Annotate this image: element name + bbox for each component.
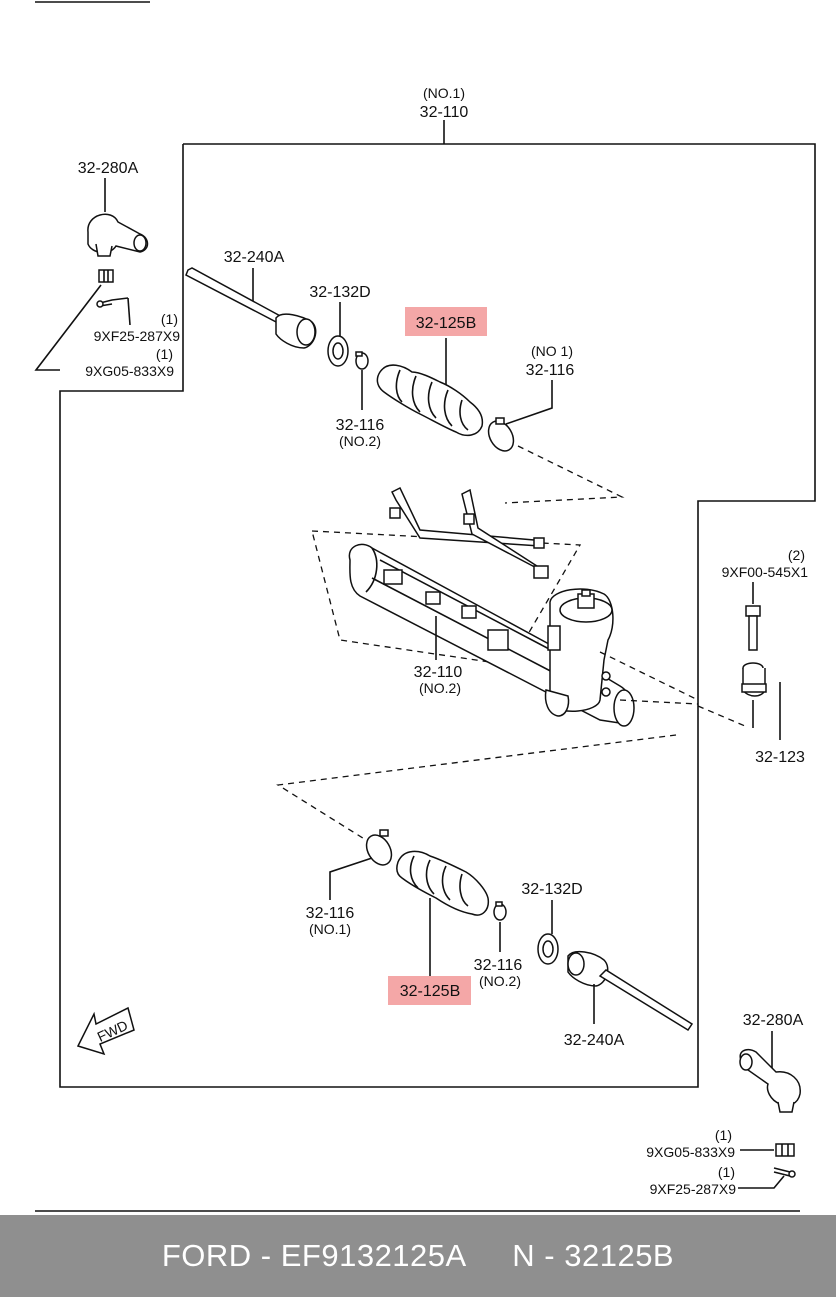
clamp-t-leader bbox=[505, 380, 553, 425]
boot-t-part bbox=[376, 364, 484, 437]
fwd-arrow-icon bbox=[76, 1006, 135, 1056]
boot-b-highlight bbox=[388, 976, 471, 1005]
mount-dash-3 bbox=[697, 705, 746, 727]
inner-rod-b-label: 32-240A bbox=[564, 1032, 625, 1049]
guide-dash-top bbox=[504, 445, 625, 504]
pin-br-qty-label: (1) bbox=[718, 1164, 735, 1180]
bolt-qty-label: (2) bbox=[788, 547, 805, 563]
mount-dash-2 bbox=[619, 699, 699, 705]
castle-nut-tl-part bbox=[98, 269, 114, 283]
oem-part-number: N - 32125B bbox=[512, 1238, 675, 1273]
boot-t-label[interactable]: 32-125B bbox=[416, 315, 477, 332]
pin-br-code-label: 9XF25-287X9 bbox=[650, 1181, 737, 1197]
pipes-part bbox=[389, 486, 549, 579]
boot-t-highlight bbox=[405, 307, 487, 336]
washer-b-part bbox=[537, 933, 559, 965]
clamp-small-b-code-label: 32-116 bbox=[474, 957, 523, 974]
clamp-t-part bbox=[487, 417, 515, 452]
housing-no-label: (NO.2) bbox=[419, 680, 461, 696]
boot-b-label[interactable]: 32-125B bbox=[400, 983, 461, 1000]
tie-rod-end-br-label: 32-280A bbox=[743, 1012, 804, 1029]
nut-br-code-label: 9XG05-833X9 bbox=[646, 1144, 735, 1160]
brand-part-number: FORD - EF9132125A bbox=[161, 1238, 467, 1273]
cotter-pin-tl-part bbox=[96, 297, 129, 308]
bolt-code-label: 9XF00-545X1 bbox=[722, 564, 809, 580]
inner-rod-b-part bbox=[567, 950, 694, 1032]
clamp-small-t-no-label: (NO.2) bbox=[339, 433, 381, 449]
tie-rod-end-tl-label: 32-280A bbox=[78, 160, 139, 177]
pin-tl-code-label: 9XF25-287X9 bbox=[94, 328, 181, 344]
clamp-b-leader bbox=[329, 857, 373, 900]
cotter-pin-br-part bbox=[773, 1167, 796, 1178]
boot-b-part bbox=[396, 850, 490, 916]
washer-b-label: 32-132D bbox=[521, 881, 582, 898]
inner-rod-t-part bbox=[185, 267, 317, 349]
housing-code-label: 32-110 bbox=[414, 664, 463, 681]
part-number-footer: FORD - EF9132125A N - 32125B bbox=[0, 1215, 836, 1297]
bushing-code-label: 32-123 bbox=[755, 749, 805, 766]
nut-tl-qty-label: (1) bbox=[156, 346, 173, 362]
rack-housing-part bbox=[348, 543, 635, 727]
pin-tl-leader bbox=[127, 297, 131, 326]
washer-t-part bbox=[327, 335, 349, 367]
pin-tl-qty-label: (1) bbox=[161, 311, 178, 327]
top-no-label: (NO.1) bbox=[423, 85, 465, 101]
clamp-t-no-label: (NO 1) bbox=[531, 343, 573, 359]
clamp-small-b-part bbox=[493, 901, 507, 921]
bolt-part bbox=[745, 605, 761, 651]
top-code-label: 32-110 bbox=[420, 104, 469, 121]
inner-rod-t-label: 32-240A bbox=[224, 249, 285, 266]
footer-spacer bbox=[467, 1238, 513, 1274]
assembly-frame bbox=[59, 143, 816, 1088]
steering-rack-diagram: (NO.1) 32-110 32-280A (1) 9XF25-287X9 (1… bbox=[34, 1, 816, 1212]
castle-nut-br-part bbox=[775, 1143, 795, 1157]
clamp-b-code-label: 32-116 bbox=[306, 905, 355, 922]
clamp-t-code-label: 32-116 bbox=[526, 362, 575, 379]
mount-dash-1 bbox=[599, 651, 699, 701]
clamp-small-t-part bbox=[355, 351, 369, 370]
tie-rod-end-tl-part bbox=[87, 213, 149, 257]
nut-tl-code-label: 9XG05-833X9 bbox=[85, 363, 174, 379]
clamp-small-t-code-label: 32-116 bbox=[336, 417, 385, 434]
tie-rod-end-br-part bbox=[739, 1048, 801, 1113]
guide-dash-bottom bbox=[276, 734, 677, 841]
clamp-b-no-label: (NO.1) bbox=[309, 921, 351, 937]
clamp-b-part bbox=[365, 829, 393, 866]
fwd-label: FWD bbox=[95, 1017, 131, 1045]
pin-br-leader bbox=[738, 1175, 785, 1189]
nut-tl-leader bbox=[34, 284, 102, 371]
bushing-part bbox=[741, 662, 767, 697]
clamp-small-b-no-label: (NO.2) bbox=[479, 973, 521, 989]
washer-t-label: 32-132D bbox=[309, 284, 370, 301]
nut-br-qty-label: (1) bbox=[715, 1127, 732, 1143]
